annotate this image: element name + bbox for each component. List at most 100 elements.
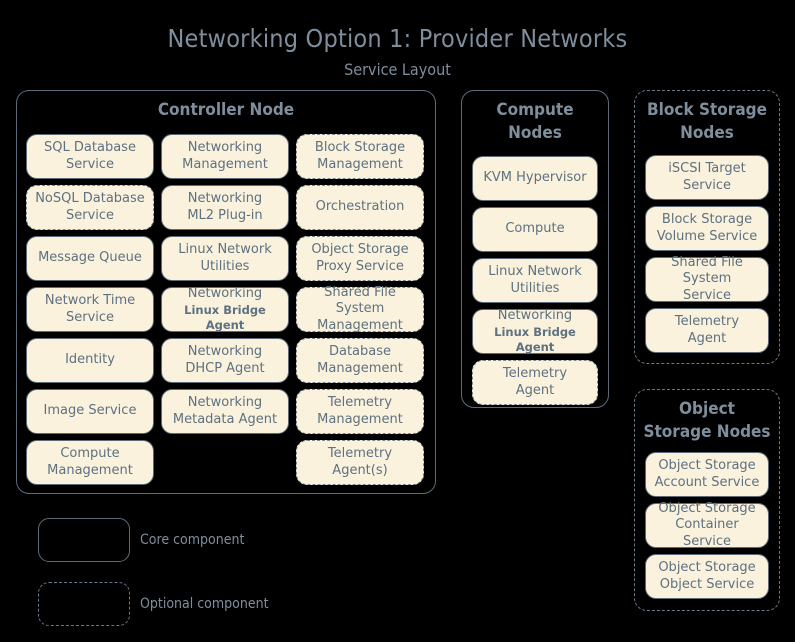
group-compute-nodes: Compute Nodes (461, 90, 609, 408)
service-box-label: Database (328, 343, 392, 359)
service-box-label: Proxy Service (316, 258, 404, 274)
group-title-line: Storage Nodes (643, 421, 771, 442)
service-box-label: Agent(s) (332, 462, 388, 478)
service-box-label: Telemetry (327, 394, 393, 410)
service-box-label: Telemetry (674, 313, 740, 329)
service-box-label: Networking (187, 190, 263, 206)
service-box-label: Linux Bridge Agent (494, 325, 576, 354)
page-title: Networking Option 1: Provider Networks (167, 24, 628, 53)
service-box-identity[interactable]: Identity (26, 338, 154, 383)
service-box-label: Linux Bridge Agent (184, 303, 266, 332)
service-box-label: iSCSI Target (668, 160, 746, 176)
service-box-message-queue[interactable]: Message Queue (26, 236, 154, 281)
service-box-label: Block Storage (314, 139, 406, 155)
service-box-label: Networking (187, 343, 263, 359)
service-box-label: Linux Network (178, 241, 272, 257)
service-box-label: Orchestration (315, 199, 405, 215)
service-box-kvm-hypervisor[interactable]: KVM Hypervisor (472, 156, 598, 201)
group-object-storage-nodes: Object Storage Nodes (634, 389, 780, 611)
service-box-label: Agent (515, 382, 555, 398)
service-box-label: Shared File System (671, 254, 743, 287)
service-box-label: Object Storage (658, 457, 756, 473)
service-box-label: Management (317, 156, 403, 172)
service-box-label: Compute (505, 221, 565, 237)
service-box-label: Networking (187, 286, 263, 302)
service-box-label: Management (317, 411, 403, 427)
group-title-line: Object (679, 399, 735, 419)
service-box-label: Networking (187, 139, 263, 155)
service-box-label: Compute (60, 445, 120, 461)
group-title-line: Compute (496, 100, 574, 120)
service-box-label: Message Queue (38, 250, 142, 266)
group-title-line: Nodes (680, 122, 734, 143)
group-title-line: Nodes (508, 122, 562, 143)
service-box-label: Networking (187, 394, 263, 410)
service-box-label: KVM Hypervisor (483, 170, 587, 186)
service-box-label: Service (682, 287, 732, 303)
service-box-label: Management (317, 360, 403, 376)
legend-swatch-optional (38, 582, 130, 626)
service-box-label: SQL Database (44, 139, 136, 155)
service-box-label: Telemetry (502, 365, 568, 381)
service-box-label: Object Storage (658, 500, 756, 516)
service-box-orchestration[interactable]: Orchestration (296, 185, 424, 230)
service-box-label: Management (47, 462, 133, 478)
service-box-label: Shared File System (324, 284, 396, 317)
service-box-image-service[interactable]: Image Service (26, 389, 154, 434)
service-box-label: Utilities (510, 280, 560, 296)
service-box-label: Service (682, 177, 732, 193)
service-box-label: Utilities (200, 258, 250, 274)
service-box-label: Account Service (654, 474, 760, 490)
service-box-label: Network Time (44, 292, 136, 308)
service-box-label: Linux Network (488, 263, 582, 279)
group-title-block-storage-nodes: Block Storage Nodes (635, 99, 779, 145)
service-box-label: Agent (687, 330, 727, 346)
legend-swatch-core (38, 518, 130, 562)
service-box-label: Volume Service (656, 228, 758, 244)
service-box-label: Telemetry (327, 445, 393, 461)
legend-label-core: Core component (140, 532, 245, 548)
service-box-label: Metadata Agent (172, 411, 278, 427)
service-box-label: Object Storage (658, 559, 756, 575)
group-block-storage-nodes: Block Storage Nodes (634, 90, 780, 364)
service-box-label: Block Storage (661, 211, 753, 227)
group-title-line: Block Storage (647, 100, 767, 120)
service-box-label: Object Service (659, 576, 755, 592)
group-title-compute-nodes: Compute Nodes (462, 99, 608, 145)
service-box-label: Object Storage (311, 241, 409, 257)
service-box-label: DHCP Agent (185, 360, 265, 376)
service-box-compute[interactable]: Compute (472, 207, 598, 252)
service-box-label: Container Service (675, 517, 739, 549)
service-box-label: Service (65, 207, 115, 223)
service-box-label: ML2 Plug-in (187, 207, 263, 223)
service-box-label: Management (317, 317, 403, 333)
group-title-object-storage-nodes: Object Storage Nodes (635, 398, 779, 444)
